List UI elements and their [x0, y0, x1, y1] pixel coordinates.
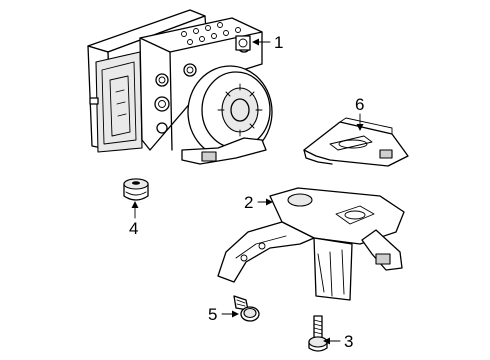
- callout-2: 2: [244, 193, 273, 212]
- callout-2-label: 2: [244, 193, 253, 212]
- callout-1: 1: [252, 33, 283, 52]
- lower-mounting-bracket: [217, 187, 405, 301]
- hex-bolt-short: [233, 295, 260, 322]
- hex-bolt-long: [308, 315, 328, 352]
- callout-6: 6: [355, 95, 364, 131]
- callout-5-label: 5: [208, 305, 217, 324]
- callout-4-label: 4: [129, 219, 138, 238]
- callout-6-label: 6: [355, 95, 364, 114]
- abs-modulator-assembly: [87, 9, 273, 165]
- callout-4: 4: [129, 201, 139, 238]
- callout-3-label: 3: [344, 332, 353, 351]
- callout-1-label: 1: [274, 33, 283, 52]
- upper-mounting-bracket: [303, 117, 409, 167]
- callout-3: 3: [323, 332, 353, 351]
- rubber-grommet: [123, 178, 149, 201]
- callout-5: 5: [208, 305, 239, 324]
